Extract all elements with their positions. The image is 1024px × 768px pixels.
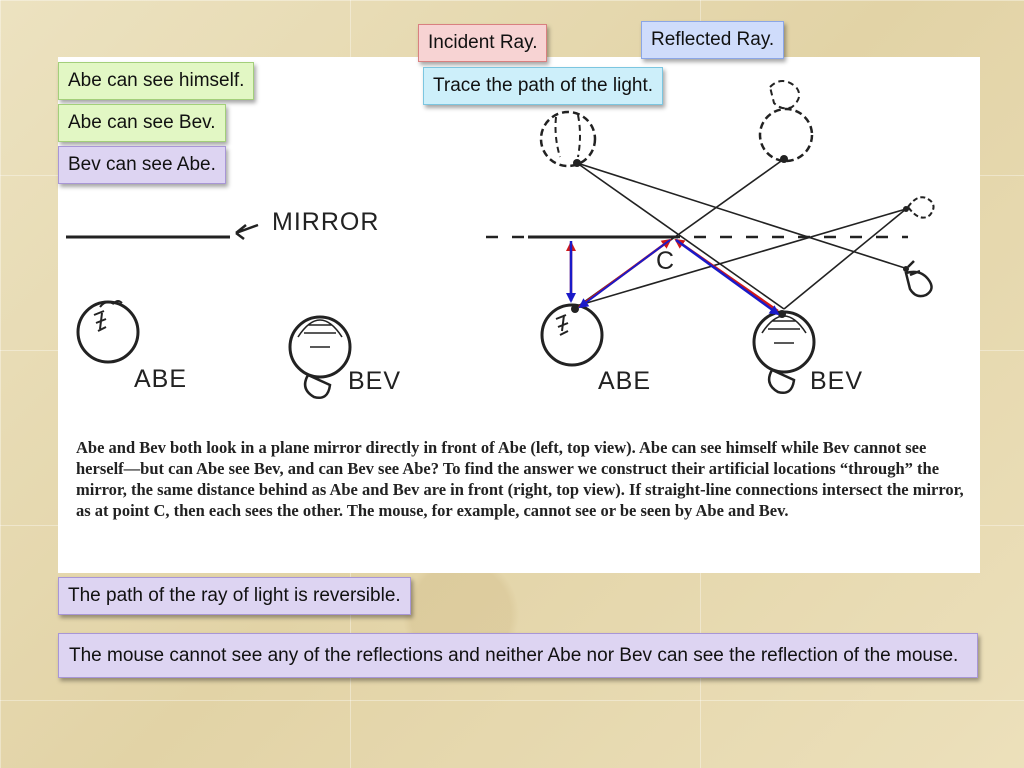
abe-right-head: [540, 303, 604, 367]
callout-reversible: The path of the ray of light is reversib…: [58, 577, 411, 615]
abe-left-head: [76, 300, 140, 364]
callout-mouse-note: The mouse cannot see any of the reflecti…: [58, 633, 978, 678]
bev-right-label: BEV: [810, 367, 863, 395]
mouse: [903, 260, 933, 298]
mirror-figure: MIRROR ABE BEV C: [58, 57, 980, 573]
callout-bev-sees-abe: Bev can see Abe.: [58, 146, 226, 184]
mirror-pointer-arrow: [235, 223, 259, 240]
point-c-label: C: [656, 247, 675, 275]
callout-abe-sees-himself: Abe can see himself.: [58, 62, 255, 100]
callout-incident-ray: Incident Ray.: [418, 24, 548, 62]
bev-left-head: [288, 315, 352, 399]
abe-right-label: ABE: [598, 367, 651, 395]
callout-trace-path: Trace the path of the light.: [423, 67, 664, 105]
bev-left-label: BEV: [348, 367, 401, 395]
callout-reflected-ray: Reflected Ray.: [641, 21, 785, 59]
mirror-label: MIRROR: [272, 208, 379, 236]
virtual-bev-head: [758, 80, 814, 163]
reflected-ray-c-to-bev: [675, 238, 780, 316]
virtual-mouse: [903, 196, 935, 219]
callout-abe-sees-bev: Abe can see Bev.: [58, 104, 226, 142]
mirror-diagram: MIRROR ABE BEV C: [66, 80, 935, 399]
figure-caption: Abe and Bev both look in a plane mirror …: [76, 438, 964, 520]
abe-left-label: ABE: [134, 365, 187, 393]
virtual-abe-head: [539, 110, 597, 168]
reflected-ray-c-to-abe: [578, 239, 671, 309]
bev-right-head: [752, 310, 816, 394]
